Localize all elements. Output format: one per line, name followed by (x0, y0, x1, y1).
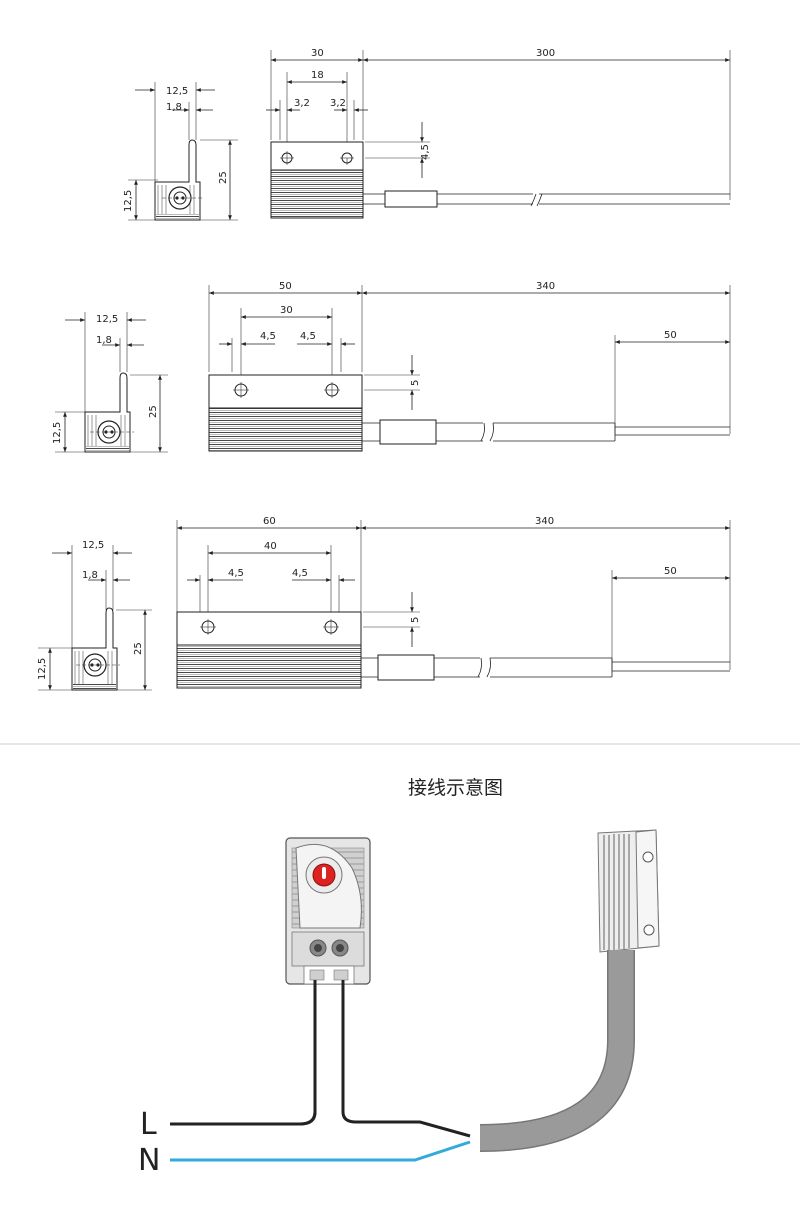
heater-3-side-wall-label: 1,8 (82, 570, 98, 581)
heater-3-hole-spacing-label: 40 (264, 541, 277, 552)
heater-1-hole-offset-right-label: 3,2 (330, 98, 346, 109)
heater-3-side-width-label: 12,5 (82, 540, 104, 551)
heater-2-front-view: 50 340 30 4,5 4,5 5 50 (208, 281, 731, 452)
heater-3-strip-label: 50 (664, 566, 677, 577)
heater-3-side-view: 12,5 1,8 25 12,5 (37, 540, 152, 691)
heater-1-cable-label: 300 (536, 48, 555, 59)
line-wire (170, 980, 317, 1126)
heater-2-strip-label: 50 (664, 330, 677, 341)
heater-3-length-label: 60 (263, 516, 276, 527)
heater-3-cable-label: 340 (535, 516, 554, 527)
line-label: L (140, 1107, 157, 1142)
heater-1-hole-spacing-label: 18 (311, 70, 324, 81)
heater-unit (597, 829, 660, 953)
thermostat (285, 837, 371, 985)
heater-2-hole-height-label: 5 (410, 380, 421, 386)
heater-3-hole-offset-left-label: 4,5 (228, 568, 244, 579)
heater-1-front-view: 30 300 18 3,2 3,2 4,5 (266, 48, 731, 219)
heater-2-hole-spacing-label: 30 (280, 305, 293, 316)
heater-3-side-height-label: 25 (133, 642, 144, 655)
neutral-label: N (138, 1143, 160, 1178)
wiring-diagram-title: 接线示意图 (408, 777, 503, 799)
heater-3-front-view: 60 340 40 4,5 4,5 5 50 (176, 516, 731, 689)
heater-3-hole-height-label: 5 (410, 617, 421, 623)
heater-1-side-height-label: 25 (218, 171, 229, 184)
heater-1-hole-height-label: 4,5 (420, 144, 431, 160)
heater-2-side-height-label: 25 (148, 405, 159, 418)
heater-1-side-width-label: 12,5 (166, 86, 188, 97)
heater-2-side-width-label: 12,5 (96, 314, 118, 325)
wiring-diagram: L N (138, 829, 660, 1178)
heater-1-length-label: 30 (311, 48, 324, 59)
neutral-wire (170, 1140, 471, 1162)
heater-3-side-base-label: 12,5 (37, 658, 48, 680)
heater-2-hole-offset-right-label: 4,5 (300, 331, 316, 342)
heater-3-hole-offset-right-label: 4,5 (292, 568, 308, 579)
heater-2-side-base-label: 12,5 (52, 422, 63, 444)
heater-2-side-wall-label: 1,8 (96, 335, 112, 346)
heater-2-cable-label: 340 (536, 281, 555, 292)
heater-2-side-view: 12,5 1,8 25 12,5 (52, 312, 168, 453)
heater-2-hole-offset-left-label: 4,5 (260, 331, 276, 342)
heater-1-side-base-label: 12,5 (123, 190, 134, 212)
heater-1-side-view: 12,5 1,8 25 12,5 (123, 82, 238, 221)
heater-2-length-label: 50 (279, 281, 292, 292)
heater-1-side-wall-label: 1,8 (166, 102, 182, 113)
heater-1-hole-offset-left-label: 3,2 (294, 98, 310, 109)
